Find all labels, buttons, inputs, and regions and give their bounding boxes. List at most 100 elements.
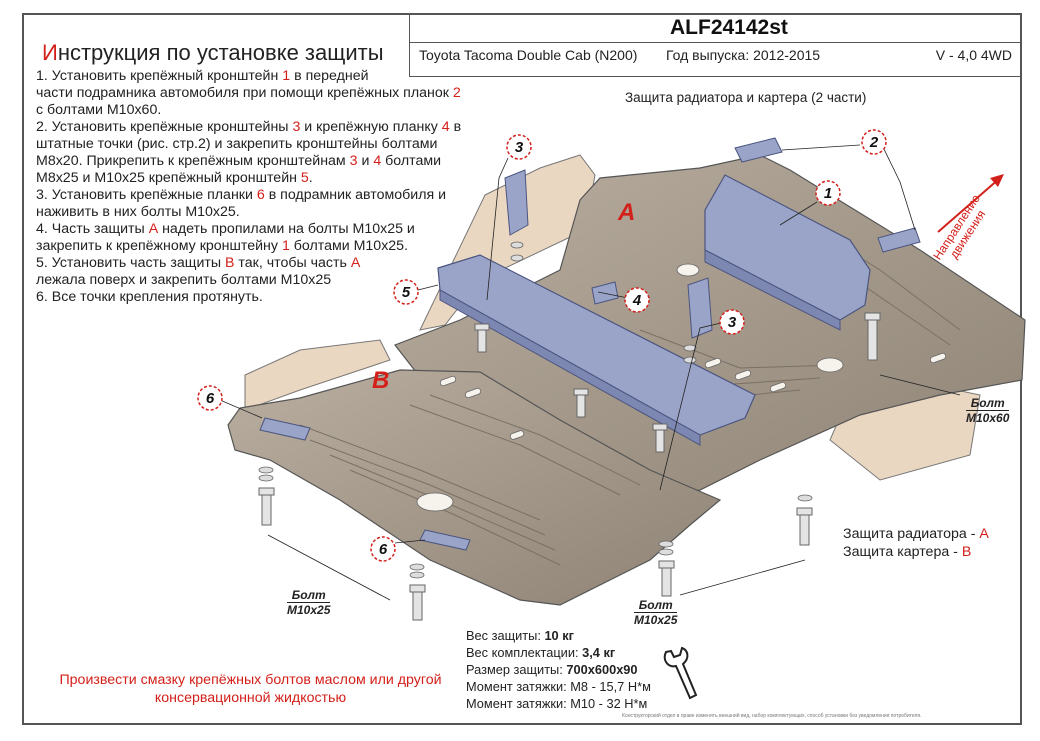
instruction-text: М8х25 и М10х25 крепёжный кронштейн [36,170,301,186]
direction-arrow [937,174,1004,233]
bolt-label-m10x25-left: Болт М10х25 [287,588,331,617]
svg-text:2: 2 [869,134,879,151]
callout-6-rear: 6 [197,385,223,411]
title-initial: И [42,40,58,65]
instruction-text: надеть пропилами на болты М10х25 и [158,221,415,237]
instruction-line: с болтами М10х60. [36,102,476,119]
washers [258,241,813,579]
callout-4: 4 [624,287,650,313]
bolts [258,312,881,621]
spec-kit-label: Вес комплектации: [466,645,583,660]
part-ref: 3 [292,119,301,135]
lubrication-note: Произвести смазку крепёжных болтов масло… [38,671,463,707]
instruction-line: 4. Часть защиты А надеть пропилами на бо… [36,221,476,238]
spec-weight-value: 10 кг [544,628,574,643]
legend-radiator-letter: А [979,526,989,542]
instruction-text: наживить в них болты М10х25. [36,204,240,220]
model-years: Год выпуска: 2012-2015 [666,47,821,63]
part-ref: 3 [349,153,358,169]
spec-size-value: 700х600х90 [566,662,638,677]
plate-b-crankcase-shield [227,369,722,606]
instruction-text: и крепёжную планку [300,119,442,135]
part-ref: 5 [300,170,309,186]
spec-weight-label: Вес защиты: [466,628,545,643]
part-ref: А [148,221,159,237]
bolt-label-m10x25-right-word: Болт [638,598,673,612]
bolt-label-m10x60-size: М10х60 [966,410,1010,425]
instruction-text: закрепить к крепёжному кронштейну [36,238,282,254]
legend-crankcase-letter: В [961,544,972,560]
bracket-1-flange [704,249,841,331]
instruction-line: закрепить к крепёжному кронштейну 1 болт… [36,238,476,255]
lubrication-line2: консервационной жидкостью [154,690,347,706]
legend-crankcase: Защита картера - В [843,543,989,561]
instruction-text: 3. Установить крепёжные планки [36,187,257,203]
spec-size: Размер защиты: 700х600х90 [466,661,651,678]
instruction-text: 6. Все точки крепления протянуть. [36,289,263,305]
instruction-line: 6. Все точки крепления протянуть. [36,289,476,306]
instructions-title: Инструкция по установке защиты [42,40,384,66]
instruction-steps: 1. Установить крепёжный кронштейн 1 в пе… [36,68,476,306]
title-rest: нструкция по установке защиты [57,40,384,65]
lubrication-line1: Произвести смазку крепёжных болтов масло… [59,672,442,688]
spec-kit-value: 3,4 кг [582,645,616,660]
part-ref: 1 [282,68,291,84]
callouts: 3 2 1 5 4 3 6 6 [197,129,887,562]
instruction-line: лежала поверх и закрепить болтами М10х25 [36,272,476,289]
plate-a-label: A [617,199,635,226]
product-code: ALF24142st [670,16,788,39]
footer-disclaimer: Конструкторский отдел в праве изменять в… [622,713,922,719]
instruction-text: болтами [381,153,442,169]
callout-1: 1 [815,180,841,206]
instruction-line: 3. Установить крепёжные планки 6 в подра… [36,187,476,204]
plate-b-label: B [372,367,389,394]
part-ref: 4 [373,153,382,169]
spec-weight: Вес защиты: 10 кг [466,627,651,644]
part-ref: В [225,255,235,271]
strip-2-upper [734,137,783,163]
instruction-line: наживить в них болты М10х25. [36,204,476,221]
instruction-text: . [308,170,313,186]
callout-3-left: 3 [506,134,532,160]
instruction-text: М8х20. Прикрепить к крепёжным кронштейна… [36,153,350,169]
svg-text:1: 1 [824,185,832,202]
instruction-text: части подрамника автомобиля при помощи к… [36,85,453,101]
bracket-3-left [504,169,529,236]
spec-size-label: Размер защиты: [466,662,567,677]
callout-5: 5 [393,279,419,305]
strip-2-lower [877,227,921,253]
instruction-text: болтами М10х25. [289,238,409,254]
instruction-text: 5. Установить часть защиты [36,255,226,271]
part-ref: 4 [441,119,450,135]
spec-kit-weight: Вес комплектации: 3,4 кг [466,644,651,661]
instruction-text: штатные точки (рис. стр.2) и закрепить к… [36,136,438,152]
svg-text:5: 5 [402,284,411,301]
legend-radiator: Защита радиатора - А [843,525,989,543]
bolt-label-m10x60: Болт М10х60 [966,396,1010,425]
part-ref: 2 [452,85,461,101]
instruction-line: 1. Установить крепёжный кронштейн 1 в пе… [36,68,476,85]
instruction-text: 4. Часть защиты [36,221,149,237]
bolt-label-m10x25-left-size: М10х25 [287,602,331,617]
instruction-line: М8х20. Прикрепить к крепёжным кронштейна… [36,153,476,170]
svg-text:3: 3 [515,139,524,156]
instruction-line: части подрамника автомобиля при помощи к… [36,85,476,102]
instruction-text: лежала поверх и закрепить болтами М10х25 [36,272,332,288]
spec-torque-m8: Момент затяжки: М8 - 15,7 Н*м [466,679,651,694]
title-block: ALF24142st Toyota Tacoma Double Cab (N20… [409,15,1020,77]
engine-spec: V - 4,0 4WD [935,47,1012,63]
instruction-line: М8х25 и М10х25 крепёжный кронштейн 5. [36,170,476,187]
svg-text:4: 4 [632,292,642,309]
svg-text:6: 6 [206,390,215,407]
callout-6-front: 6 [370,536,396,562]
instruction-text: и [357,153,374,169]
instruction-text: в подрамник автомобиля и [264,187,447,203]
specifications: Вес защиты: 10 кг Вес комплектации: 3,4 … [466,627,651,712]
instruction-line: 2. Установить крепёжные кронштейны 3 и к… [36,119,476,136]
instruction-text: с болтами М10х60. [36,102,162,118]
strip-6-front [419,529,471,551]
diagram-subtitle: Защита радиатора и картера (2 части) [625,90,867,105]
instruction-text: так, чтобы часть [234,255,351,271]
svg-text:6: 6 [379,541,388,558]
